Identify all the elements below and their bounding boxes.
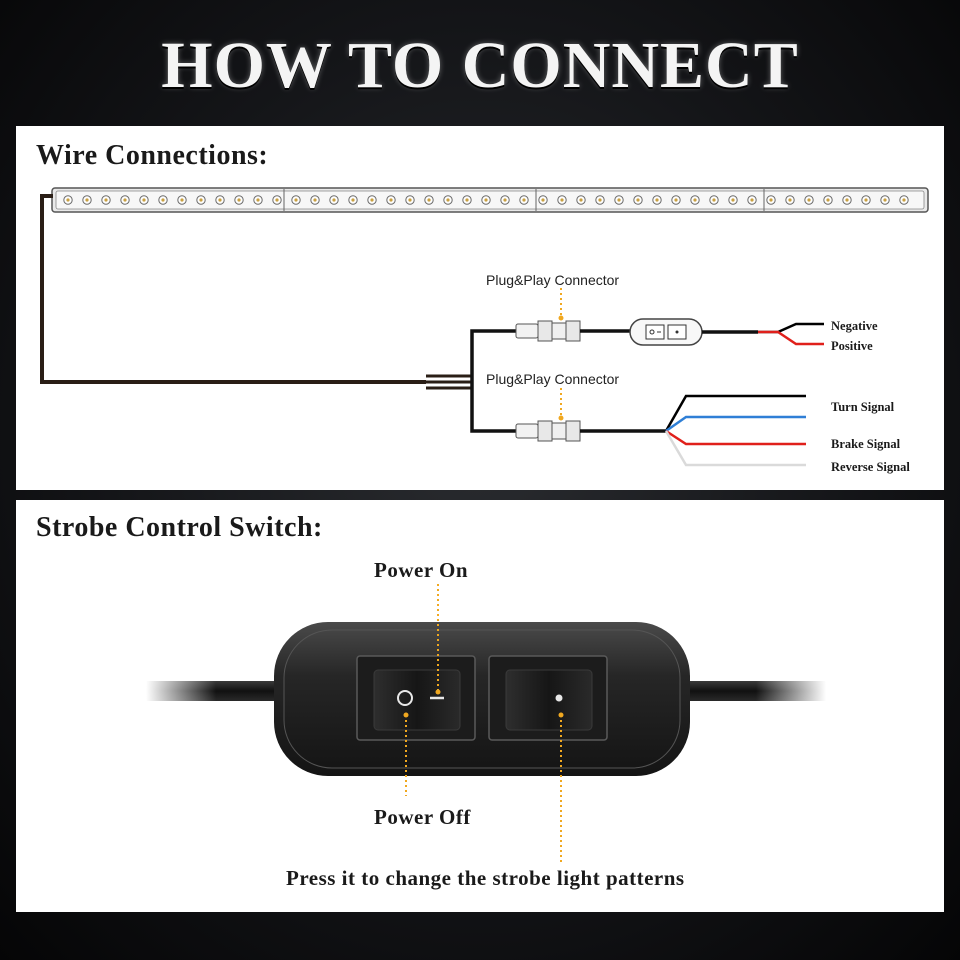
led-chip [177,195,187,205]
led-chip [215,195,225,205]
blue-wire [665,415,806,433]
led-chip [614,195,624,205]
led-chip [82,195,92,205]
power-on-label: Power On [374,558,468,582]
led-chip [462,195,472,205]
switch-illustration: Power On Power Off Press it to change th… [146,558,826,890]
wire-connections-heading: Wire Connections: [36,140,269,171]
callout-lines [403,584,564,862]
press-instruction-label: Press it to change the strobe light patt… [286,866,685,890]
led-chip [557,195,567,205]
led-chip [291,195,301,205]
led-chip [804,195,814,205]
led-chip [101,195,111,205]
power-off-label: Power Off [374,805,471,829]
led-chip [823,195,833,205]
plug-play-connector-2 [515,388,666,442]
power-wires [758,322,824,346]
strobe-pattern-rocker-switch[interactable] [488,655,608,741]
led-chip [690,195,700,205]
wire-label-turn-signal: Turn Signal [831,400,895,414]
turn-signal-wire [664,394,806,432]
strobe-switch-heading: Strobe Control Switch: [36,512,323,543]
led-chip [842,195,852,205]
led-chip [63,195,73,205]
led-chip [899,195,909,205]
connector-label-1: Plug&Play Connector [486,272,619,288]
wire-connections-panel: Wire Connections: [16,126,944,490]
led-row [63,195,909,205]
led-chip [880,195,890,205]
led-chip [500,195,510,205]
led-chip [633,195,643,205]
led-chip [367,195,377,205]
led-chip [861,195,871,205]
led-chip [728,195,738,205]
led-chip [747,195,757,205]
led-chip [766,195,776,205]
led-chip [424,195,434,205]
led-chip [196,195,206,205]
plug-play-connector-1 [515,288,630,342]
led-chip [595,195,605,205]
wire-label-reverse-signal: Reverse Signal [831,460,910,474]
led-chip [310,195,320,205]
switch-housing [274,622,690,776]
led-chip [519,195,529,205]
led-chip [405,195,415,205]
wire-label-negative: Negative [831,319,878,333]
reverse-signal-wire [664,430,806,467]
led-chip [234,195,244,205]
dot-symbol-icon [555,694,563,702]
power-wire-positive [758,330,824,346]
wire-label-positive: Positive [831,339,873,353]
led-chip [652,195,662,205]
wire-label-brake-signal: Brake Signal [831,437,901,451]
signal-wires [664,394,806,467]
off-symbol-icon [397,690,413,706]
brake-signal-wire [665,429,806,446]
led-chip [120,195,130,205]
led-chip [386,195,396,205]
led-chip [272,195,282,205]
strobe-switch-panel: Strobe Control Switch: [16,500,944,912]
led-chip [538,195,548,205]
power-rocker-switch[interactable] [356,655,476,741]
led-chip [139,195,149,205]
main-cable [40,194,516,433]
led-chip [576,195,586,205]
led-chip [481,195,491,205]
led-chip [443,195,453,205]
led-chip [785,195,795,205]
inline-strobe-switch [629,318,758,346]
led-chip [709,195,719,205]
led-chip [329,195,339,205]
led-chip [253,195,263,205]
led-chip [671,195,681,205]
page-title: HOW TO CONNECT [161,29,799,102]
led-chip [348,195,358,205]
led-chip [158,195,168,205]
connector-label-2: Plug&Play Connector [486,371,619,387]
wiring-diagram: Plug&Play Connector Plug&Play Connector … [40,187,929,474]
led-light-bar [51,187,929,213]
